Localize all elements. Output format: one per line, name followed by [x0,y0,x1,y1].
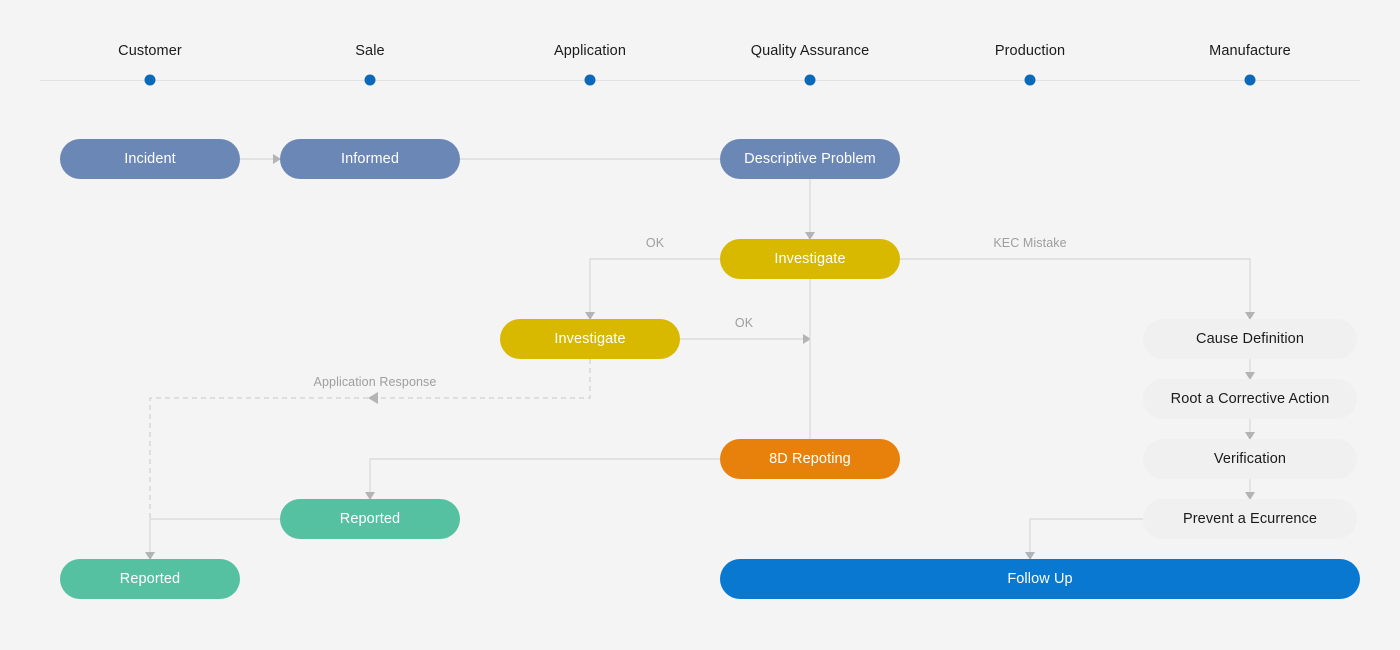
node-root-a-corrective-action[interactable]: Root a Corrective Action [1143,379,1357,419]
lane-dot-customer[interactable] [144,74,156,86]
lane-label-production: Production [994,43,1066,59]
lane-label-quality-assurance: Quality Assurance [750,43,870,59]
edge-investigate-kec [900,258,1255,320]
swimlane-axis [40,80,1360,81]
node-verification[interactable]: Verification [1143,439,1357,479]
edge-8d-reported-sale [365,458,720,500]
lane-label-manufacture: Manufacture [1209,43,1291,59]
edge-application-response-arrowhead [368,392,378,404]
node-informed[interactable]: Informed [280,139,460,179]
edge-label-ok-left: OK [645,236,665,250]
lane-label-application: Application [553,43,627,59]
node-incident[interactable]: Incident [60,139,240,179]
edge-reported-sale-customer [145,518,280,560]
edge-label-kec-mistake: KEC Mistake [993,236,1067,250]
lane-label-sale: Sale [355,43,385,59]
node-investigate-application[interactable]: Investigate [500,319,680,359]
node-descriptive-problem[interactable]: Descriptive Problem [720,139,900,179]
node-reported-customer[interactable]: Reported [60,559,240,599]
lane-dot-sale[interactable] [364,74,376,86]
edge-investigate-ok-left [585,258,720,320]
node-cause-definition[interactable]: Cause Definition [1143,319,1357,359]
lane-dot-quality-assurance[interactable] [804,74,816,86]
node-follow-up[interactable]: Follow Up [720,559,1360,599]
lane-dot-application[interactable] [584,74,596,86]
lane-dot-production[interactable] [1024,74,1036,86]
lane-label-customer: Customer [118,43,182,59]
node-8d-repoting[interactable]: 8D Repoting [720,439,900,479]
edge-label-application-response: Application Response [313,375,437,389]
node-reported-sale[interactable]: Reported [280,499,460,539]
edge-label-ok-mid: OK [734,316,754,330]
node-prevent-a-ecurrence[interactable]: Prevent a Ecurrence [1143,499,1357,539]
edge-prevent-followup [1025,518,1143,560]
node-investigate-qa[interactable]: Investigate [720,239,900,279]
lane-dot-manufacture[interactable] [1244,74,1256,86]
